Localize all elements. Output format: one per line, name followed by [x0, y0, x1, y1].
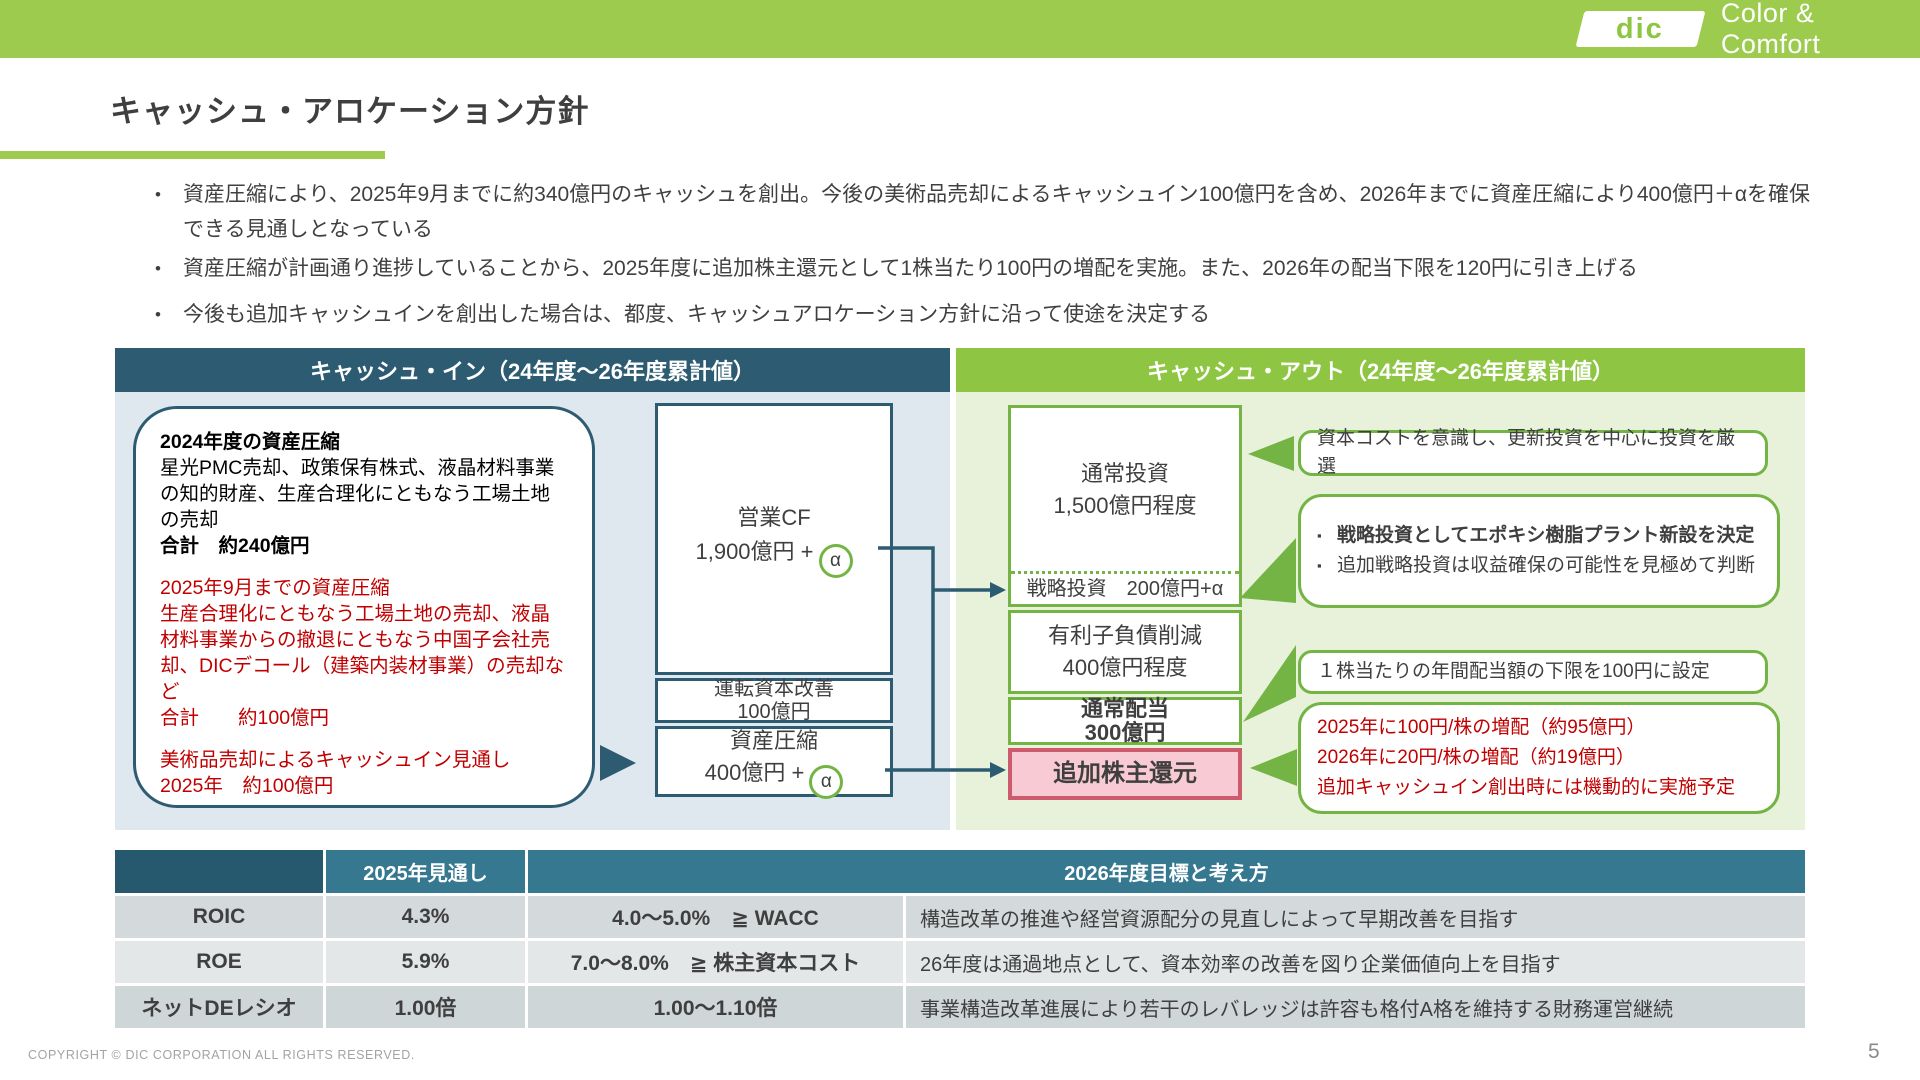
- alpha-circle-icon: α: [809, 764, 844, 799]
- bullet-item: • 資産圧縮が計画通り進捗していることから、2025年度に追加株主還元として1株…: [133, 251, 1823, 286]
- note-2025-total: 合計 約100億円: [160, 707, 330, 729]
- operating-cf-amount-text: 1,900億円 +: [695, 538, 814, 564]
- table-header-metric: [115, 850, 323, 893]
- normal-dividend-label: 通常配当: [1080, 696, 1169, 721]
- operating-cf-amount: 1,900億円 +α: [695, 535, 853, 578]
- bullet-marker: •: [155, 305, 161, 324]
- table-header-outlook: 2025年見通し: [326, 850, 525, 893]
- brand-logo-row: dic Color & Comfort: [1575, 0, 1920, 59]
- note-2025-title: 2025年9月までの資産圧縮: [160, 577, 390, 599]
- asset-compression-amount-text: 400億円 +: [704, 759, 805, 785]
- asset-compression-box: 資産圧縮 400億円 +α: [655, 726, 893, 799]
- brand-tagline: Color & Comfort: [1720, 0, 1821, 59]
- callout-item: ▪ 追加戦略投資は収益確保の可能性を見極めて判断: [1317, 551, 1761, 581]
- additional-shareholder-return-box: 追加株主還元: [1008, 748, 1242, 800]
- table-cell-note: 26年度は通過地点として、資本効率の改善を図り企業価値向上を目指す: [906, 941, 1805, 983]
- table-cell-note: 構造改革の推進や経営資源配分の見直しによって早期改善を目指す: [906, 896, 1805, 938]
- bullet-item: • 今後も追加キャッシュインを創出した場合は、都度、キャッシュアロケーション方針…: [133, 297, 1823, 332]
- working-capital-amount: 100億円: [737, 700, 811, 723]
- callout-strategic-investment: ▪ 戦略投資としてエポキシ樹脂プラント新設を決定 ▪ 追加戦略投資は収益確保の可…: [1298, 494, 1780, 608]
- square-bullet-icon: ▪: [1317, 558, 1322, 573]
- table-header-target: 2026年度目標と考え方: [528, 850, 1805, 893]
- table-cell-target: 7.0～8.0% ≧ 株主資本コスト: [528, 941, 903, 983]
- table-cell-outlook: 1.00倍: [326, 986, 525, 1028]
- callout-item-text: 戦略投資としてエポキシ樹脂プラント新設を決定: [1337, 525, 1755, 546]
- page-number: 5: [1868, 1040, 1880, 1063]
- table-cell-target: 4.0～5.0% ≧ WACC: [528, 896, 903, 938]
- cash-in-header: キャッシュ・イン（24年度～26年度累計値）: [115, 348, 950, 392]
- asset-compression-note-box: 2024年度の資産圧縮 星光PMC売却、政策保有株式、液晶材料事業の知的財産、生…: [133, 406, 595, 808]
- working-capital-label: 運転資本改善: [714, 677, 834, 700]
- table-cell-metric: ROE: [115, 941, 323, 983]
- bullet-marker: •: [155, 259, 161, 278]
- debt-reduction-box: 有利子負債削減 400億円程度: [1008, 610, 1242, 694]
- table-cell-note: 事業構造改革進展により若干のレバレッジは許容も格付A格を維持する財務運営継続: [906, 986, 1805, 1028]
- normal-investment-box: 通常投資 1,500億円程度 戦略投資 200億円+α: [1008, 405, 1242, 607]
- table-cell-metric: ネットDEレシオ: [115, 986, 323, 1028]
- callout-dividend-floor: １株当たりの年間配当額の下限を100円に設定: [1298, 650, 1768, 694]
- operating-cf-box: 営業CF 1,900億円 +α: [655, 403, 893, 675]
- bullet-text: 今後も追加キャッシュインを創出した場合は、都度、キャッシュアロケーション方針に沿…: [183, 303, 1211, 326]
- callout-line: 2025年に100円/株の増配（約95億円）: [1317, 717, 1646, 738]
- note-2024-title: 2024年度の資産圧縮: [160, 431, 340, 453]
- square-bullet-icon: ▪: [1317, 528, 1322, 543]
- table-cell-outlook: 5.9%: [326, 941, 525, 983]
- callout-additional-return: 2025年に100円/株の増配（約95億円） 2026年に20円/株の増配（約1…: [1298, 702, 1780, 814]
- normal-investment-top: 通常投資 1,500億円程度: [1011, 408, 1239, 571]
- operating-cf-label: 営業CF: [737, 504, 811, 530]
- normal-dividend-box: 通常配当 300億円: [1008, 697, 1242, 745]
- note-2024-body: 星光PMC売却、政策保有株式、液晶材料事業の知的財産、生産合理化にともなう工場土…: [160, 457, 555, 531]
- title-underline: [0, 151, 385, 159]
- strategic-investment-strip: 戦略投資 200億円+α: [1011, 571, 1239, 604]
- debt-reduction-label: 有利子負債削減: [1047, 623, 1202, 648]
- bullet-text: 資産圧縮により、2025年9月までに約340億円のキャッシュを創出。今後の美術品…: [183, 183, 1811, 241]
- callout-line: 追加キャッシュイン創出時には機動的に実施予定: [1317, 777, 1736, 798]
- table-cell-target: 1.00～1.10倍: [528, 986, 903, 1028]
- normal-dividend-amount: 300億円: [1084, 720, 1166, 745]
- normal-investment-amount: 1,500億円程度: [1053, 492, 1197, 518]
- bullet-item: • 資産圧縮により、2025年9月までに約340億円のキャッシュを創出。今後の美…: [133, 177, 1823, 247]
- bullet-text: 資産圧縮が計画通り進捗していることから、2025年度に追加株主還元として1株当た…: [183, 257, 1638, 280]
- debt-reduction-amount: 400億円程度: [1062, 655, 1188, 680]
- normal-investment-label: 通常投資: [1080, 460, 1169, 486]
- copyright-text: COPYRIGHT © DIC CORPORATION ALL RIGHTS R…: [28, 1048, 415, 1062]
- working-capital-box: 運転資本改善 100億円: [655, 678, 893, 723]
- callout-item: ▪ 戦略投資としてエポキシ樹脂プラント新設を決定: [1317, 521, 1761, 551]
- dic-logo-text: dic: [1616, 12, 1665, 45]
- alpha-circle-icon: α: [818, 543, 853, 578]
- note-2024-total: 合計 約240億円: [160, 535, 310, 557]
- table-cell-metric: ROIC: [115, 896, 323, 938]
- note-2025-body: 生産合理化にともなう工場土地の売却、液晶材料事業からの撤退にともなう中国子会社売…: [160, 603, 565, 703]
- cash-out-header: キャッシュ・アウト（24年度～26年度累計値）: [956, 348, 1805, 392]
- asset-compression-amount: 400億円 +α: [705, 757, 844, 799]
- note-art-line2: 2025年 約100億円: [160, 775, 334, 797]
- callout-line: 2026年に20円/株の増配（約19億円）: [1317, 747, 1635, 768]
- dic-logo: dic: [1575, 11, 1706, 47]
- page-title: キャッシュ・アロケーション方針: [110, 94, 590, 129]
- callout-item-text: 追加戦略投資は収益確保の可能性を見極めて判断: [1337, 555, 1756, 576]
- note-art-line1: 美術品売却によるキャッシュイン見通し: [160, 749, 511, 771]
- callout-normal-investment: 資本コストを意識し、更新投資を中心に投資を厳選: [1298, 428, 1768, 477]
- table-cell-outlook: 4.3%: [326, 896, 525, 938]
- asset-compression-label: 資産圧縮: [729, 727, 818, 753]
- bullet-marker: •: [155, 185, 161, 204]
